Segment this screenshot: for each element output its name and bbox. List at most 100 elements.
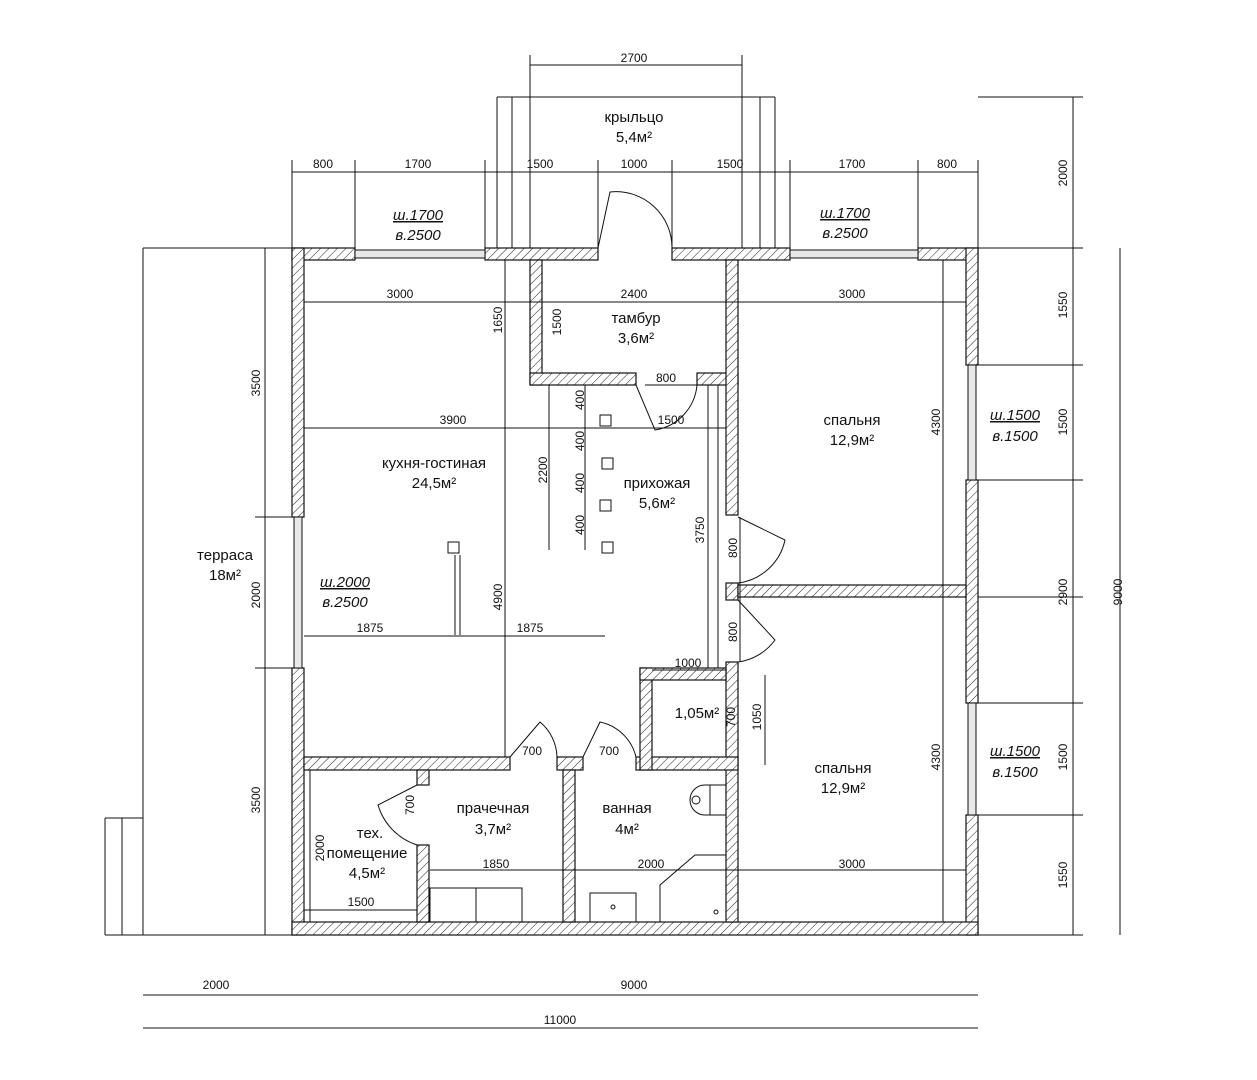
- wall: [965, 479, 979, 704]
- room-area-wc: 1,05м²: [675, 705, 720, 722]
- door: [509, 721, 558, 758]
- column: [599, 414, 612, 427]
- room-name-laundry: прачечная: [457, 800, 530, 817]
- window-height-4: в.1500: [992, 428, 1038, 445]
- room-area-laundry: 3,7м²: [475, 821, 511, 838]
- dimension-value: 1700: [405, 157, 432, 171]
- room-name-hallway: прихожая: [624, 475, 691, 492]
- washing-machine: [429, 887, 477, 923]
- dimension-value: 1500: [1056, 408, 1070, 435]
- dimension-value: 3000: [839, 857, 866, 871]
- dimension-value: 3000: [387, 287, 414, 301]
- dimension-value: 3500: [249, 369, 263, 396]
- room-area-kitchen-living: 24,5м²: [412, 475, 457, 492]
- dimension-value: 1550: [1056, 291, 1070, 318]
- dimension-value: 3750: [693, 516, 707, 543]
- dimension-value: 400: [573, 390, 587, 410]
- door: [597, 191, 673, 249]
- wall: [965, 247, 979, 366]
- door: [635, 384, 698, 431]
- window: [967, 364, 977, 481]
- room-area-porch: 5,4м²: [616, 129, 652, 146]
- wall: [737, 584, 967, 598]
- window-width-1: ш.1700: [393, 207, 444, 224]
- wall: [556, 756, 584, 771]
- labels: крыльцо 5,4м² тамбур 3,6м² кухня-гостина…: [197, 109, 1041, 882]
- dimension-value: 1700: [839, 157, 866, 171]
- room-area-tech: 4,5м²: [349, 865, 385, 882]
- window: [354, 249, 486, 259]
- room-name-bathroom: ванная: [602, 800, 651, 817]
- room-area-bathroom: 4м²: [615, 821, 639, 838]
- dimension-value: 3000: [839, 287, 866, 301]
- window: [967, 702, 977, 816]
- dimension-value: 11000: [544, 1013, 577, 1027]
- dimension-value: 2400: [621, 287, 648, 301]
- bathtub: [659, 854, 726, 922]
- room-name2-tech: помещение: [327, 845, 408, 862]
- dimension-value: 700: [403, 795, 417, 815]
- dimension-value: 2000: [313, 834, 327, 861]
- window-width-2: ш.1700: [820, 205, 871, 222]
- wall: [639, 667, 653, 771]
- wall: [484, 247, 599, 261]
- room-area-bedroom-2: 12,9м²: [821, 780, 866, 797]
- dryer: [475, 887, 523, 923]
- dimension-value: 800: [313, 157, 333, 171]
- dimension-value: 700: [724, 707, 738, 727]
- column: [601, 541, 614, 554]
- dimension-value: 3900: [440, 413, 467, 427]
- column: [601, 457, 614, 470]
- wall: [416, 769, 430, 786]
- dimension-value: 1500: [717, 157, 744, 171]
- dimension-value: 800: [656, 371, 676, 385]
- dimension-value: 2900: [1056, 578, 1070, 605]
- dimension-value: 1500: [1056, 743, 1070, 770]
- door: [737, 516, 786, 584]
- dimension-value: 400: [573, 473, 587, 493]
- room-area-vestibule: 3,6м²: [618, 330, 654, 347]
- dimension-value: 2000: [203, 978, 230, 992]
- bathtub-drain: [713, 909, 719, 915]
- dimension-value: 9000: [621, 978, 648, 992]
- room-name-kitchen-living: кухня-гостиная: [382, 455, 486, 472]
- dimension-value: 2000: [638, 857, 665, 871]
- room-name-porch: крыльцо: [604, 109, 663, 126]
- toilet: [689, 784, 726, 816]
- wall: [725, 661, 739, 923]
- dimension-value: 4300: [929, 743, 943, 770]
- dimension-value: 1000: [621, 157, 648, 171]
- dimension-value: 1500: [527, 157, 554, 171]
- wall: [635, 756, 739, 771]
- dimension-value: 1500: [348, 895, 375, 909]
- dimension-value: 800: [726, 538, 740, 558]
- room-name-tech: тех.: [357, 825, 383, 842]
- room-area-terrace: 18м²: [209, 567, 241, 584]
- dimension-value: 700: [599, 744, 619, 758]
- room-area-hallway: 5,6м²: [639, 495, 675, 512]
- wall: [303, 756, 511, 771]
- wall: [529, 372, 637, 386]
- structure: [104, 96, 979, 936]
- room-name-terrace: терраса: [197, 547, 254, 564]
- wall: [562, 769, 576, 923]
- dimension-value: 1500: [550, 308, 564, 335]
- window: [293, 516, 303, 669]
- wall: [291, 247, 305, 518]
- toilet-bowl: [691, 795, 701, 805]
- dimension-value: 4300: [929, 408, 943, 435]
- wall: [291, 921, 979, 936]
- door: [377, 784, 418, 846]
- dimension-value: 1850: [483, 857, 510, 871]
- dimension-value: 1875: [357, 621, 384, 635]
- room-name-vestibule: тамбур: [611, 310, 660, 327]
- dimension-value: 4900: [491, 583, 505, 610]
- window-height-1: в.2500: [395, 227, 441, 244]
- dimension-value: 1050: [750, 703, 764, 730]
- dimension-value: 2000: [1056, 159, 1070, 186]
- room-name-bedroom-2: спальня: [815, 760, 872, 777]
- dimension-value: 1550: [1056, 861, 1070, 888]
- window-height-2: в.2500: [822, 225, 868, 242]
